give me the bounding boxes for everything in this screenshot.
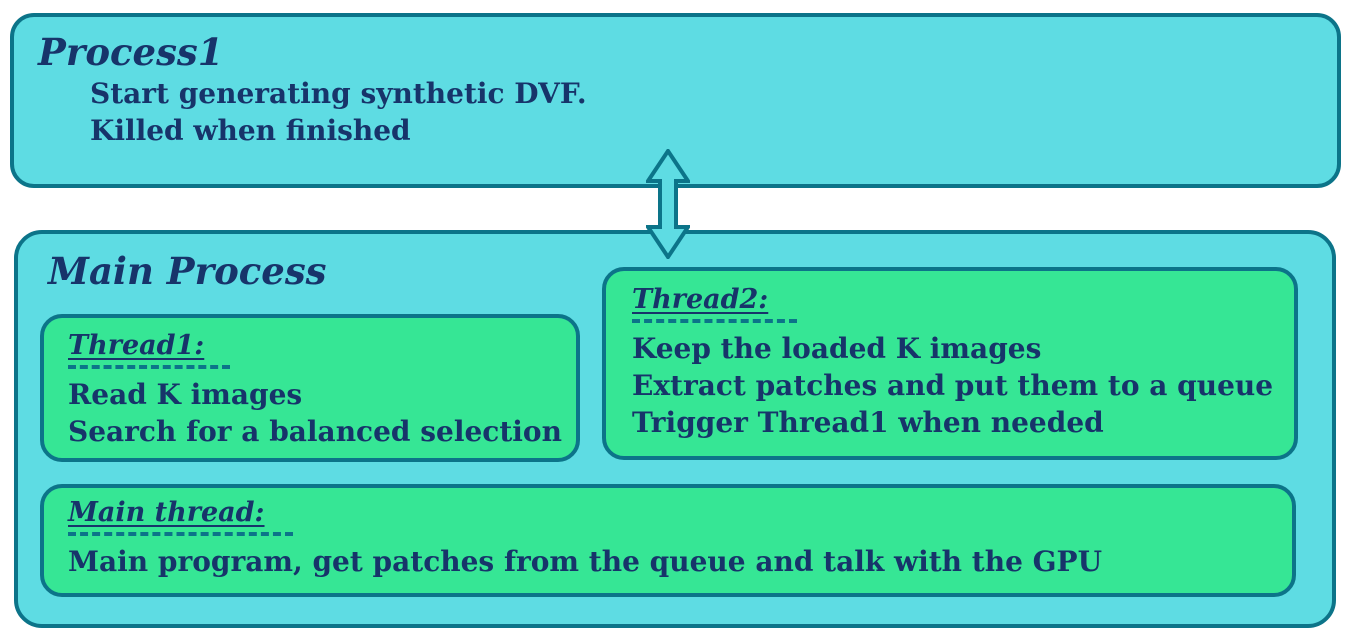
thread2-line: Trigger Thread1 when needed	[632, 406, 1104, 439]
thread1-box: Thread1: Read K images Search for a bala…	[40, 314, 580, 462]
process1-line: Killed when finished	[90, 114, 411, 148]
process1-line: Start generating synthetic DVF.	[90, 77, 587, 111]
thread2-label: Thread2:	[632, 284, 769, 315]
thread1-label: Thread1:	[68, 330, 205, 361]
process1-title: Process1	[38, 30, 224, 74]
main-process-box: Main Process Thread1: Read K images Sear…	[14, 230, 1336, 628]
main-thread-label: Main thread:	[68, 497, 265, 528]
dashed-underline	[68, 532, 293, 536]
dashed-underline	[632, 319, 797, 323]
thread1-line: Search for a balanced selection	[68, 415, 562, 448]
main-thread-box: Main thread: Main program, get patches f…	[40, 484, 1296, 597]
thread2-line: Extract patches and put them to a queue	[632, 369, 1274, 402]
main-process-title: Main Process	[48, 249, 327, 293]
thread2-box: Thread2: Keep the loaded K images Extrac…	[602, 267, 1298, 460]
process1-body: Start generating synthetic DVF. Killed w…	[90, 75, 1313, 149]
thread2-line: Keep the loaded K images	[632, 332, 1042, 365]
bidirectional-arrow-icon	[646, 149, 690, 259]
thread1-line: Read K images	[68, 378, 303, 411]
main-thread-line: Main program, get patches from the queue…	[68, 545, 1103, 578]
dashed-underline	[68, 365, 230, 369]
